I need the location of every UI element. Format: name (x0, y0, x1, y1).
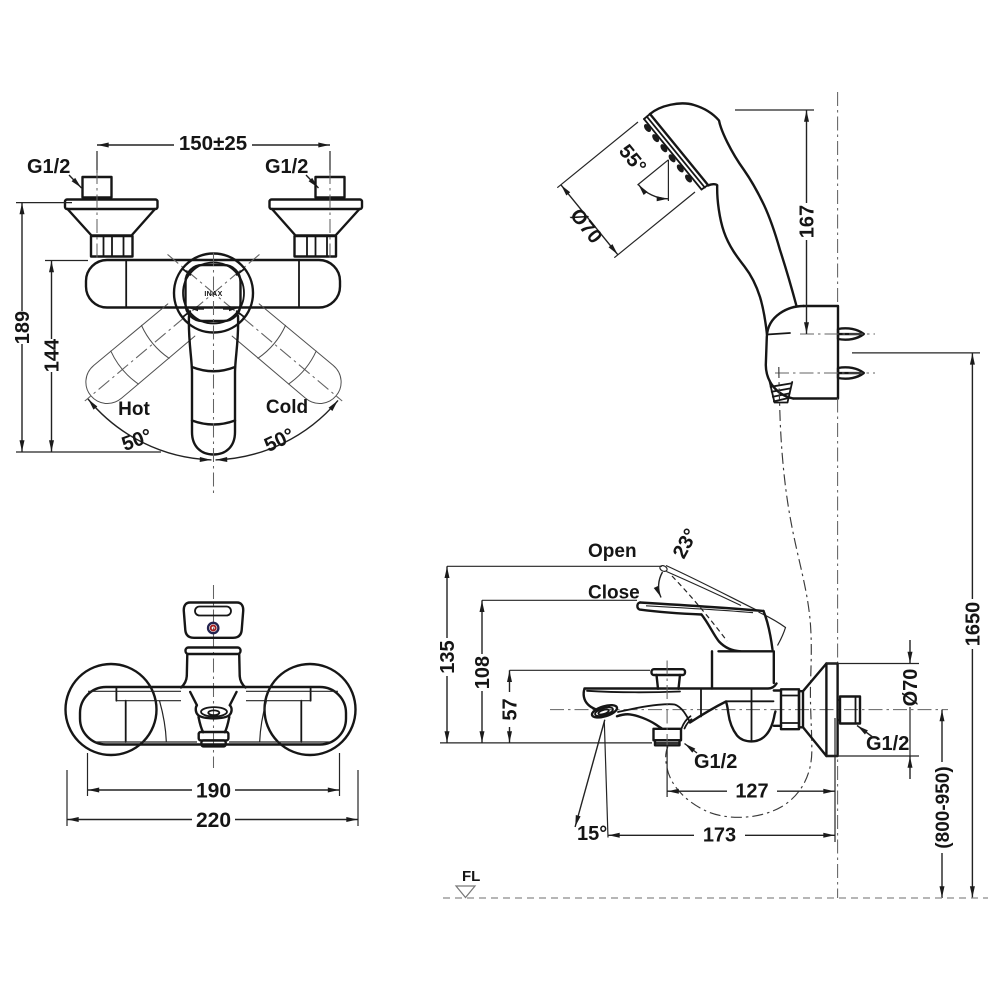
svg-text:Ø70: Ø70 (900, 669, 922, 707)
svg-text:167: 167 (797, 205, 819, 238)
svg-text:Ø70: Ø70 (565, 205, 606, 248)
svg-text:135: 135 (437, 640, 459, 673)
svg-text:144: 144 (42, 338, 64, 372)
svg-text:108: 108 (472, 656, 494, 689)
svg-text:50°: 50° (119, 425, 155, 456)
svg-text:Hot: Hot (118, 399, 150, 420)
svg-text:(800-950): (800-950) (933, 766, 954, 848)
svg-text:127: 127 (735, 781, 768, 803)
svg-text:190: 190 (196, 780, 231, 803)
svg-text:G1/2: G1/2 (866, 733, 909, 755)
svg-text:G1/2: G1/2 (694, 751, 737, 773)
svg-text:Close: Close (588, 583, 640, 604)
svg-text:23°: 23° (669, 525, 703, 562)
svg-text:15°: 15° (577, 823, 607, 845)
svg-text:173: 173 (703, 825, 736, 847)
svg-text:55°: 55° (614, 141, 650, 178)
svg-text:189: 189 (12, 311, 34, 344)
svg-text:57: 57 (500, 698, 522, 720)
svg-text:G1/2: G1/2 (265, 156, 308, 178)
svg-text:Open: Open (588, 541, 637, 562)
svg-text:1650: 1650 (962, 602, 984, 647)
svg-text:220: 220 (196, 809, 231, 832)
svg-text:G1/2: G1/2 (27, 156, 70, 178)
svg-text:FL: FL (462, 868, 480, 885)
svg-text:150±25: 150±25 (179, 132, 247, 155)
svg-text:Cold: Cold (266, 397, 308, 418)
svg-text:50°: 50° (261, 424, 298, 457)
